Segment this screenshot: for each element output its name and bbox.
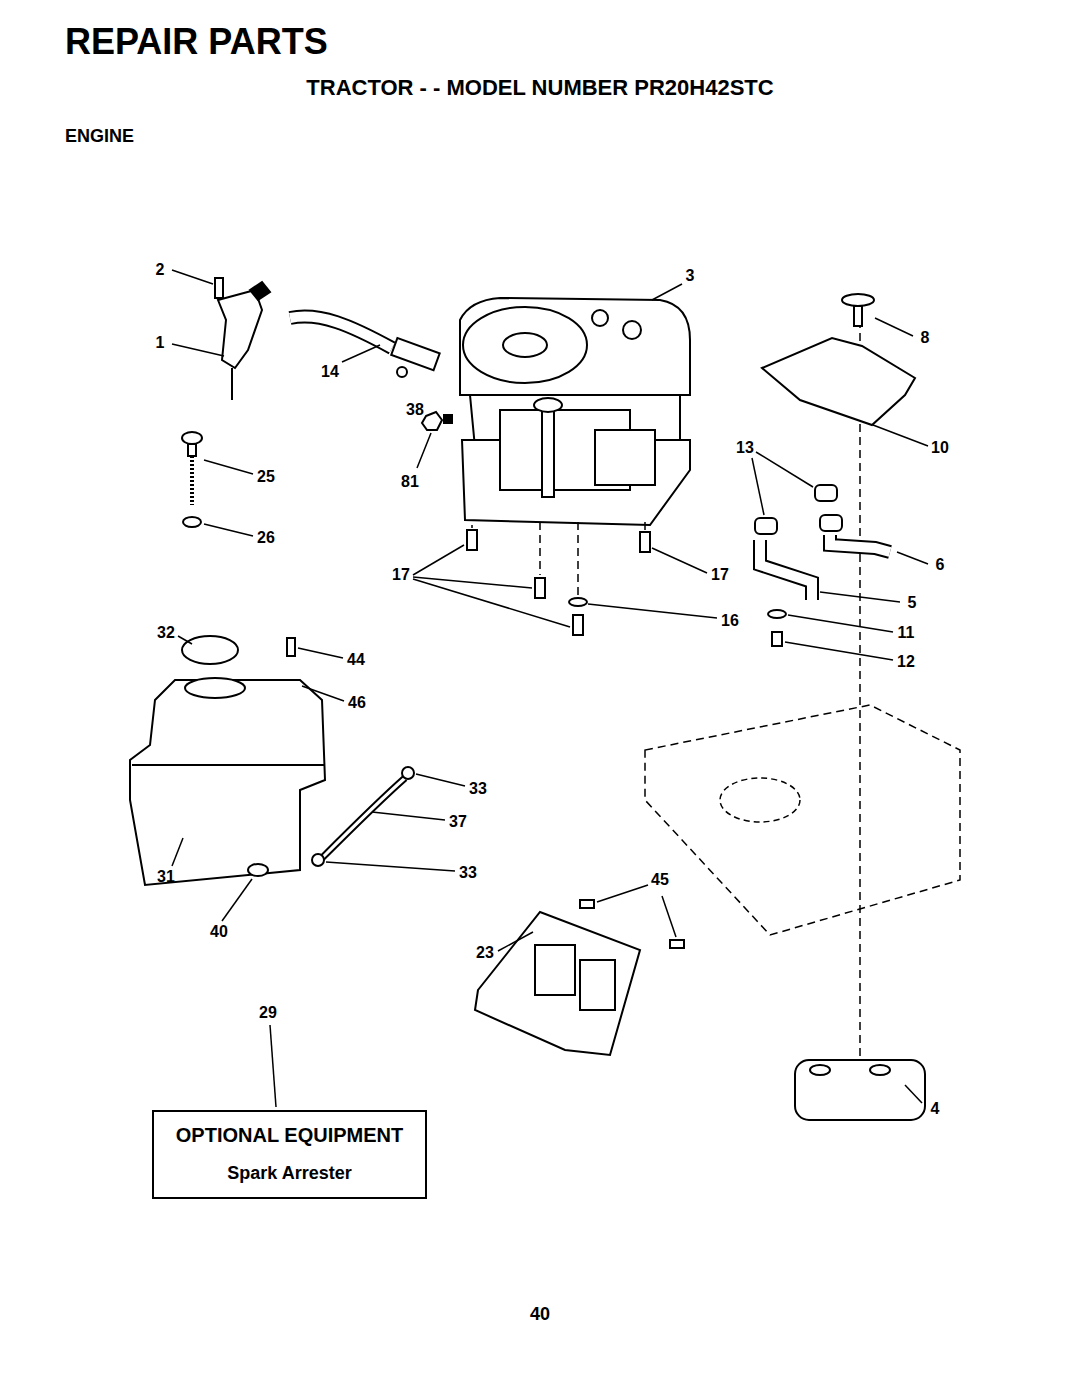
box-heading: OPTIONAL EQUIPMENT [162, 1124, 417, 1147]
equipment-box: OPTIONAL EQUIPMENT Spark Arrester [152, 1110, 427, 1199]
callout-number: 26 [257, 529, 275, 547]
page-number: 40 [530, 1305, 550, 1325]
callout-number: 23 [476, 944, 494, 962]
callout-number: 1 [156, 334, 165, 352]
callout-number: 10 [931, 439, 949, 457]
callout-number: 12 [897, 653, 915, 671]
callout-number: 6 [936, 556, 945, 574]
callout-number: 29 [259, 1004, 277, 1022]
callout-number: 38 [406, 401, 424, 419]
callout-number: 13 [736, 439, 754, 457]
section-heading: ENGINE [65, 127, 134, 147]
callout-number: 17 [711, 566, 729, 584]
callout-number: 40 [210, 923, 228, 941]
callout-number: 2 [156, 261, 165, 279]
page-title: REPAIR PARTS [65, 22, 328, 62]
callout-number: 25 [257, 468, 275, 486]
callout-number: 45 [651, 871, 669, 889]
callout-number: 33 [459, 864, 477, 882]
model-heading: TRACTOR - - MODEL NUMBER PR20H42STC [306, 76, 773, 100]
box-text: Spark Arrester [162, 1163, 417, 1184]
callout-number: 81 [401, 473, 419, 491]
callout-number: 11 [898, 624, 915, 642]
callout-number: 37 [449, 813, 467, 831]
callout-number: 8 [921, 329, 930, 347]
callout-number: 32 [157, 624, 175, 642]
callout-number: 17 [392, 566, 410, 584]
callout-number: 5 [908, 594, 917, 612]
callout-number: 16 [721, 612, 739, 630]
callout-number: 33 [469, 780, 487, 798]
callout-number: 14 [321, 363, 339, 381]
callout-number: 4 [931, 1100, 940, 1118]
callout-number: 44 [347, 651, 365, 669]
callout-number: 3 [686, 267, 695, 285]
callout-number: 31 [157, 868, 175, 886]
callout-number: 46 [348, 694, 366, 712]
